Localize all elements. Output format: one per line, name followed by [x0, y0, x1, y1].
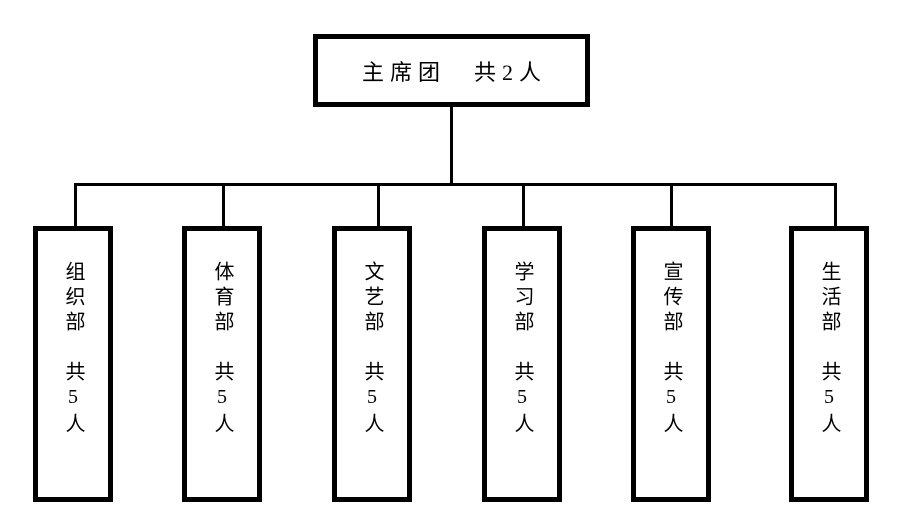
org-node-root-label: 主席团 共2人: [361, 59, 547, 85]
org-node-arts-dept-label: 文艺部 共5人: [361, 261, 383, 438]
org-node-root: 主席团 共2人: [313, 34, 590, 107]
connector-stub-organization-dept: [74, 184, 77, 228]
org-node-publicity-dept-label: 宣传部 共5人: [660, 261, 682, 438]
org-node-sports-dept-label: 体育部 共5人: [211, 261, 233, 438]
connector-stub-publicity-dept: [670, 184, 673, 228]
org-node-life-dept: 生活部 共5人: [789, 226, 869, 502]
org-node-study-dept-label: 学习部 共5人: [511, 261, 533, 438]
connector-stub-sports-dept: [222, 184, 225, 228]
org-node-life-dept-label: 生活部 共5人: [818, 261, 840, 438]
org-node-publicity-dept: 宣传部 共5人: [631, 226, 711, 502]
connector-stub-arts-dept: [377, 184, 380, 228]
connector-stub-life-dept: [834, 184, 837, 228]
org-node-sports-dept: 体育部 共5人: [182, 226, 262, 502]
org-node-organization-dept: 组织部 共5人: [33, 226, 113, 502]
org-node-arts-dept: 文艺部 共5人: [332, 226, 412, 502]
connector-horizontal-rail: [74, 183, 837, 186]
connector-stub-study-dept: [522, 184, 525, 228]
org-node-study-dept: 学习部 共5人: [482, 226, 562, 502]
connector-root-vertical: [450, 105, 453, 185]
org-node-organization-dept-label: 组织部 共5人: [62, 261, 84, 438]
